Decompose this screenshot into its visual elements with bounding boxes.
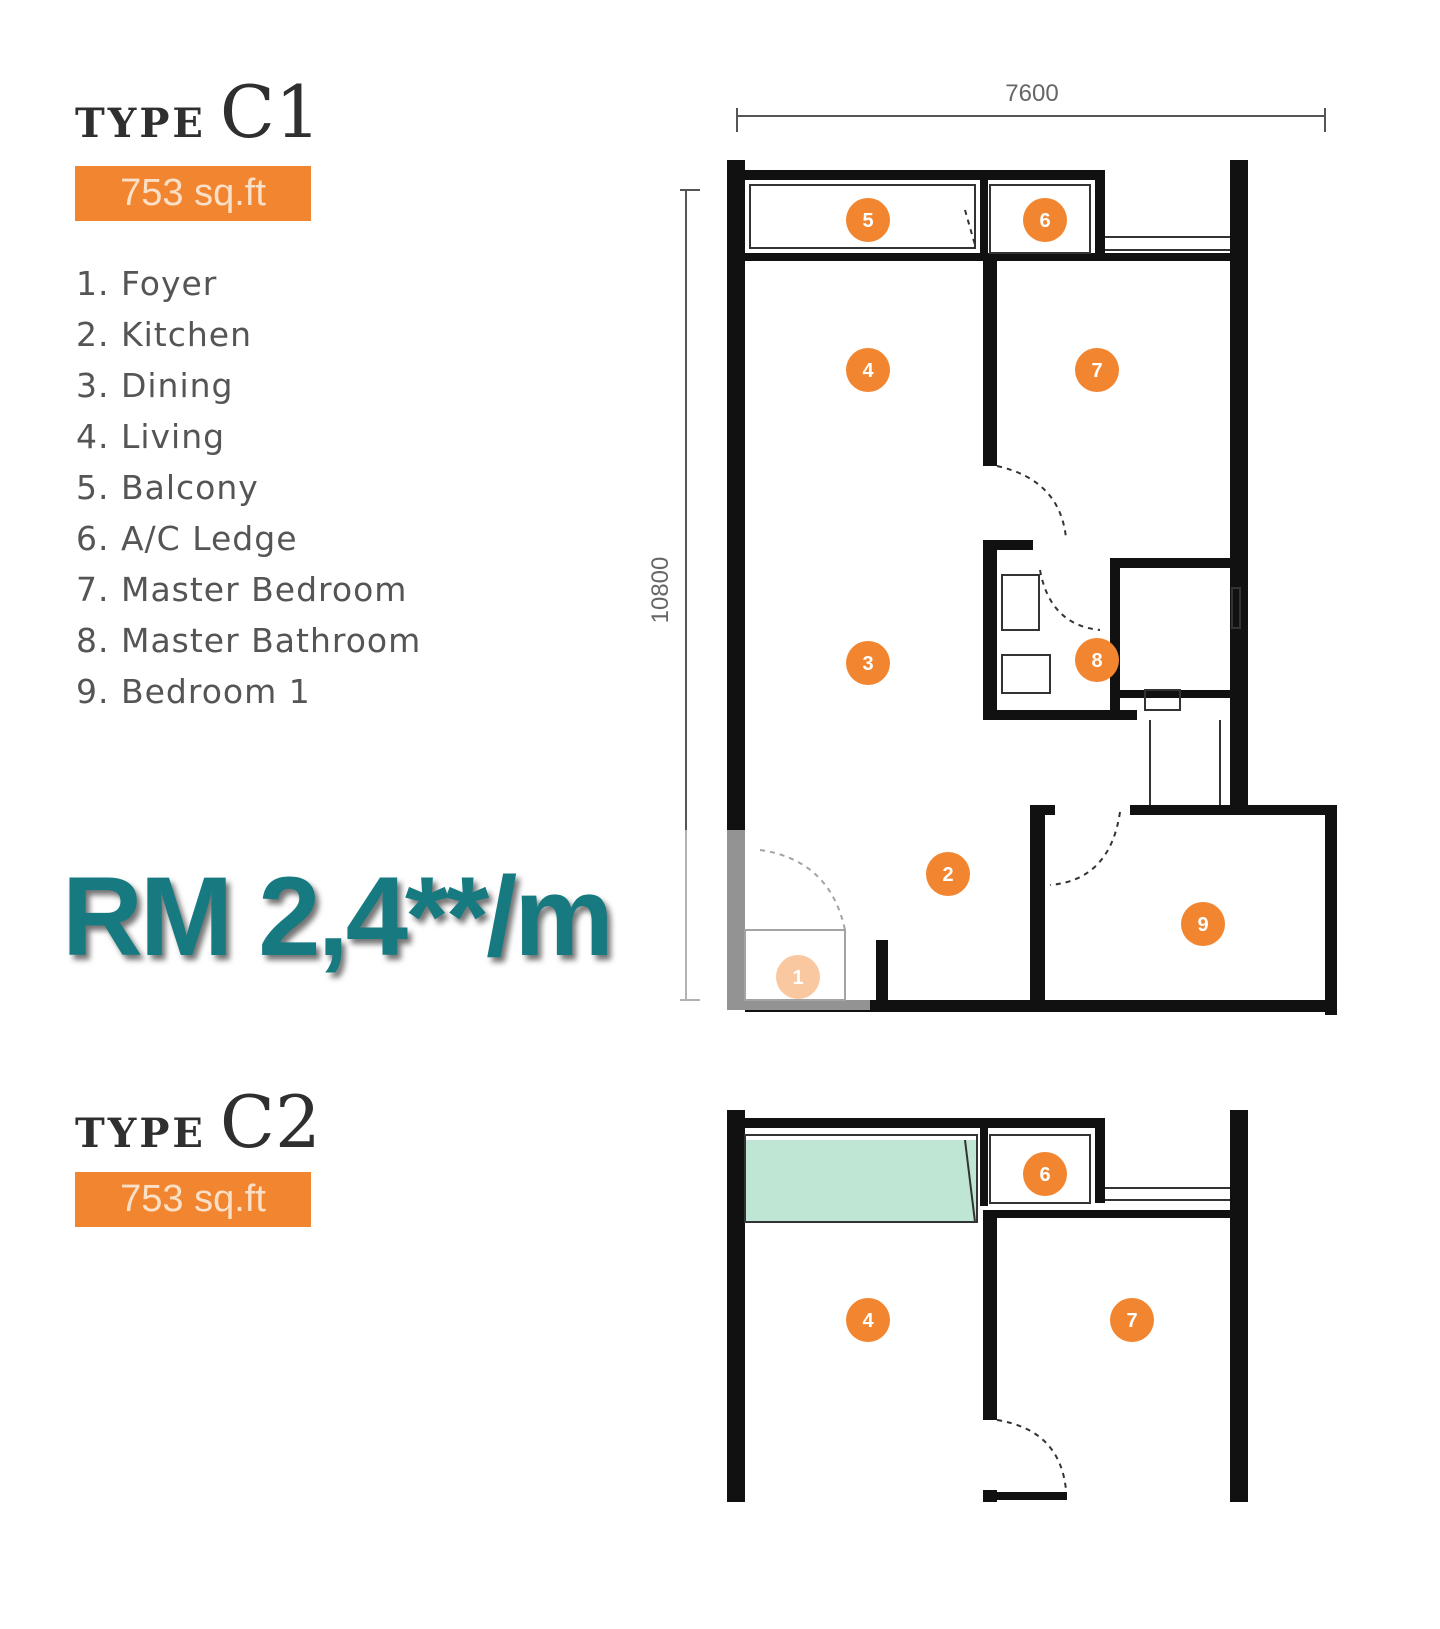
type-c1-title: TYPE C1 bbox=[75, 70, 321, 154]
legend-item: 4. Living bbox=[76, 417, 226, 456]
plan-c1-walls bbox=[727, 160, 1337, 1015]
legend-item: 5. Balcony bbox=[76, 468, 259, 507]
room-marker-ac-ledge: 6 bbox=[1023, 1152, 1067, 1196]
legend-item: 9. Bedroom 1 bbox=[76, 672, 311, 711]
svg-text:6: 6 bbox=[1039, 210, 1050, 232]
svg-text:3: 3 bbox=[862, 653, 873, 675]
svg-text:4: 4 bbox=[862, 1310, 874, 1332]
room-marker-living: 4 bbox=[846, 348, 890, 392]
plan-c1-thin-lines bbox=[744, 184, 1241, 1001]
room-marker-ac-ledge: 6 bbox=[1023, 198, 1067, 242]
type-c2-prefix: TYPE bbox=[75, 1110, 206, 1157]
plan-c1-door-swings bbox=[759, 209, 1121, 931]
type-c2-title: TYPE C2 bbox=[75, 1080, 321, 1164]
width-dimension bbox=[736, 108, 1326, 132]
type-c2-area-badge: 753 sq.ft bbox=[75, 1172, 311, 1227]
plan-c2-room-markers: 6 4 7 bbox=[846, 1152, 1154, 1342]
plan-c2-walls bbox=[727, 1110, 1248, 1502]
svg-text:7: 7 bbox=[1091, 360, 1102, 382]
legend-item: 7. Master Bedroom bbox=[76, 570, 408, 609]
plan-c1-room-markers: 5 6 4 7 3 8 2 9 1 bbox=[776, 198, 1225, 999]
legend-item: 8. Master Bathroom bbox=[76, 621, 422, 660]
type-c1-code: C1 bbox=[219, 70, 321, 154]
svg-text:6: 6 bbox=[1039, 1164, 1050, 1186]
svg-text:2: 2 bbox=[942, 864, 953, 886]
svg-text:5: 5 bbox=[862, 210, 873, 232]
room-marker-master-bedroom: 7 bbox=[1110, 1298, 1154, 1342]
svg-text:7: 7 bbox=[1126, 1310, 1137, 1332]
legend-item: 2. Kitchen bbox=[76, 315, 252, 354]
legend-item: 1. Foyer bbox=[76, 264, 218, 303]
room-marker-living: 4 bbox=[846, 1298, 890, 1342]
plan-c2-door-swing bbox=[996, 1419, 1067, 1491]
svg-text:8: 8 bbox=[1091, 650, 1102, 672]
price-overlay: RM 2,4**/m bbox=[62, 854, 614, 979]
room-marker-balcony: 5 bbox=[846, 198, 890, 242]
svg-text:4: 4 bbox=[862, 360, 874, 382]
room-marker-master-bathroom: 8 bbox=[1075, 638, 1119, 682]
room-marker-dining: 3 bbox=[846, 641, 890, 685]
room-marker-bedroom-1: 9 bbox=[1181, 902, 1225, 946]
room-marker-master-bedroom: 7 bbox=[1075, 348, 1119, 392]
type-c1-prefix: TYPE bbox=[75, 100, 206, 147]
depth-dimension-label: 10800 bbox=[647, 557, 674, 624]
plan-c2-thin-lines bbox=[744, 1134, 1230, 1223]
room-legend: 1. Foyer 2. Kitchen 3. Dining 4. Living … bbox=[76, 258, 421, 717]
svg-text:9: 9 bbox=[1197, 914, 1208, 936]
type-c1-area-badge: 753 sq.ft bbox=[75, 166, 311, 221]
legend-item: 3. Dining bbox=[76, 366, 234, 405]
plan-c2-balcony-fill bbox=[745, 1140, 977, 1222]
watermark-overlay bbox=[680, 830, 870, 1010]
type-c2-code: C2 bbox=[219, 1080, 321, 1164]
legend-item: 6. A/C Ledge bbox=[76, 519, 298, 558]
width-dimension-label: 7600 bbox=[1005, 80, 1058, 107]
room-marker-kitchen: 2 bbox=[926, 852, 970, 896]
